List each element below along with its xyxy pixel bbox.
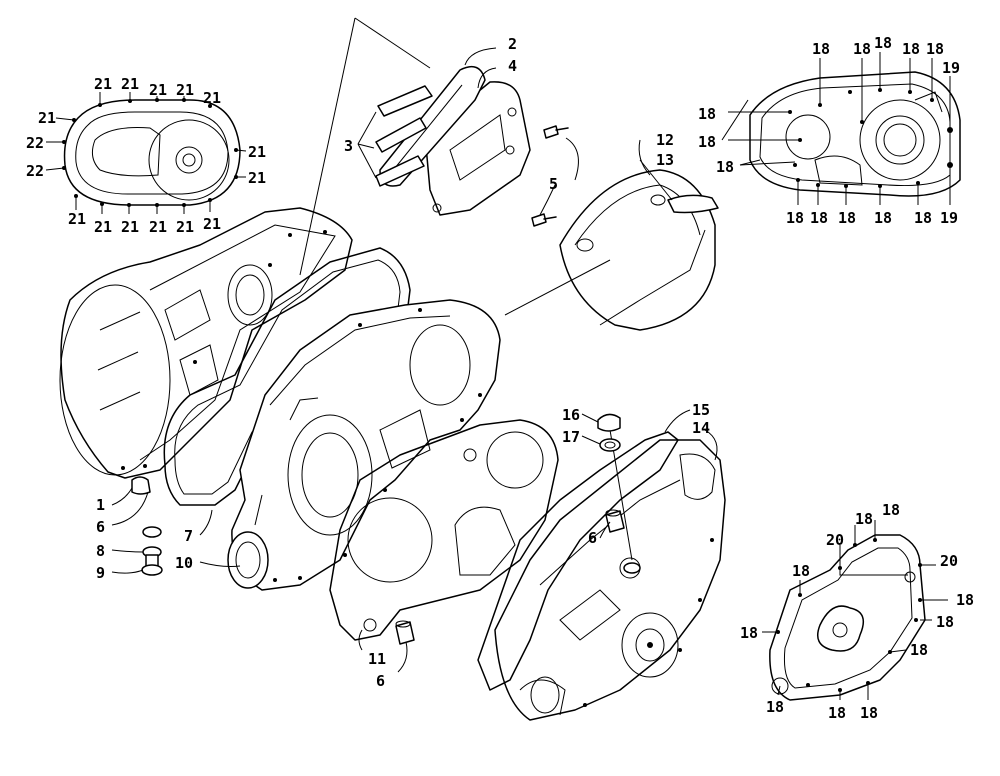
callout-18: 18 <box>740 624 758 642</box>
callout-18: 18 <box>910 641 928 659</box>
callout-7: 7 <box>184 527 193 545</box>
callout-21: 21 <box>176 218 194 236</box>
callout-18: 18 <box>792 562 810 580</box>
callout-6: 6 <box>96 518 105 536</box>
callout-21: 21 <box>38 109 56 127</box>
callout-18: 18 <box>766 698 784 716</box>
callout-18: 18 <box>902 40 920 58</box>
callout-18: 18 <box>698 105 716 123</box>
callout-18: 18 <box>812 40 830 58</box>
callout-19: 19 <box>942 59 960 77</box>
callout-18: 18 <box>956 591 974 609</box>
callout-18: 18 <box>855 510 873 528</box>
callout-21: 21 <box>149 218 167 236</box>
callout-2: 2 <box>508 35 517 53</box>
callout-3: 3 <box>344 137 353 155</box>
callout-22: 22 <box>26 134 44 152</box>
callout-labels: 21 21 21 21 21 21 22 22 21 21 21 21 21 2… <box>26 34 974 722</box>
assembly-lines <box>299 17 633 561</box>
stator-cover-gasket <box>329 419 559 641</box>
clutch-cover-gasket <box>163 247 411 506</box>
callout-21: 21 <box>68 210 86 228</box>
callout-15: 15 <box>692 401 710 419</box>
callout-8: 8 <box>96 542 105 560</box>
callout-18: 18 <box>874 34 892 52</box>
callout-16: 16 <box>562 406 580 424</box>
callout-18: 18 <box>936 613 954 631</box>
callout-21: 21 <box>203 215 221 233</box>
callout-18: 18 <box>853 40 871 58</box>
callout-18: 18 <box>882 501 900 519</box>
callout-21: 21 <box>203 89 221 107</box>
belt-shield-duct <box>504 169 719 331</box>
callout-18: 18 <box>828 704 846 722</box>
callout-18: 18 <box>914 209 932 227</box>
callout-21: 21 <box>121 218 139 236</box>
main-leader-lines <box>111 47 761 673</box>
callout-20: 20 <box>826 531 844 549</box>
clutch-housing <box>227 299 501 591</box>
callout-18: 18 <box>698 133 716 151</box>
callout-1: 1 <box>96 496 105 514</box>
callout-21: 21 <box>149 81 167 99</box>
magneto-cover <box>494 439 726 721</box>
callout-17: 17 <box>562 428 580 446</box>
callout-19: 19 <box>940 209 958 227</box>
callout-14: 14 <box>692 419 710 437</box>
callout-21: 21 <box>248 143 266 161</box>
callout-18: 18 <box>838 209 856 227</box>
callout-12: 12 <box>656 131 674 149</box>
callout-18: 18 <box>786 209 804 227</box>
inset-clutch-leaders <box>45 92 247 214</box>
callout-6: 6 <box>376 672 385 690</box>
callout-18: 18 <box>860 704 878 722</box>
bracket-screws <box>531 125 569 227</box>
callout-13: 13 <box>656 151 674 169</box>
magneto-cover-gasket <box>477 431 679 691</box>
callout-18: 18 <box>810 209 828 227</box>
callout-21: 21 <box>248 169 266 187</box>
callout-9: 9 <box>96 564 105 582</box>
callout-6: 6 <box>588 529 597 547</box>
callout-21: 21 <box>176 81 194 99</box>
inset-cover-bottom-right <box>762 520 948 701</box>
callout-10: 10 <box>175 554 193 572</box>
small-fasteners <box>131 413 641 645</box>
inset-cover-top-right <box>721 52 961 205</box>
callout-18: 18 <box>716 158 734 176</box>
bracket-clips <box>375 85 433 187</box>
callout-20: 20 <box>940 552 958 570</box>
inset-clutch-cover <box>45 92 247 214</box>
callout-11: 11 <box>368 650 386 668</box>
callout-22: 22 <box>26 162 44 180</box>
callout-21: 21 <box>94 218 112 236</box>
callout-5: 5 <box>549 175 558 193</box>
callout-21: 21 <box>94 75 112 93</box>
callout-4: 4 <box>508 57 517 75</box>
callout-18: 18 <box>874 209 892 227</box>
callout-18: 18 <box>926 40 944 58</box>
callout-21: 21 <box>121 75 139 93</box>
